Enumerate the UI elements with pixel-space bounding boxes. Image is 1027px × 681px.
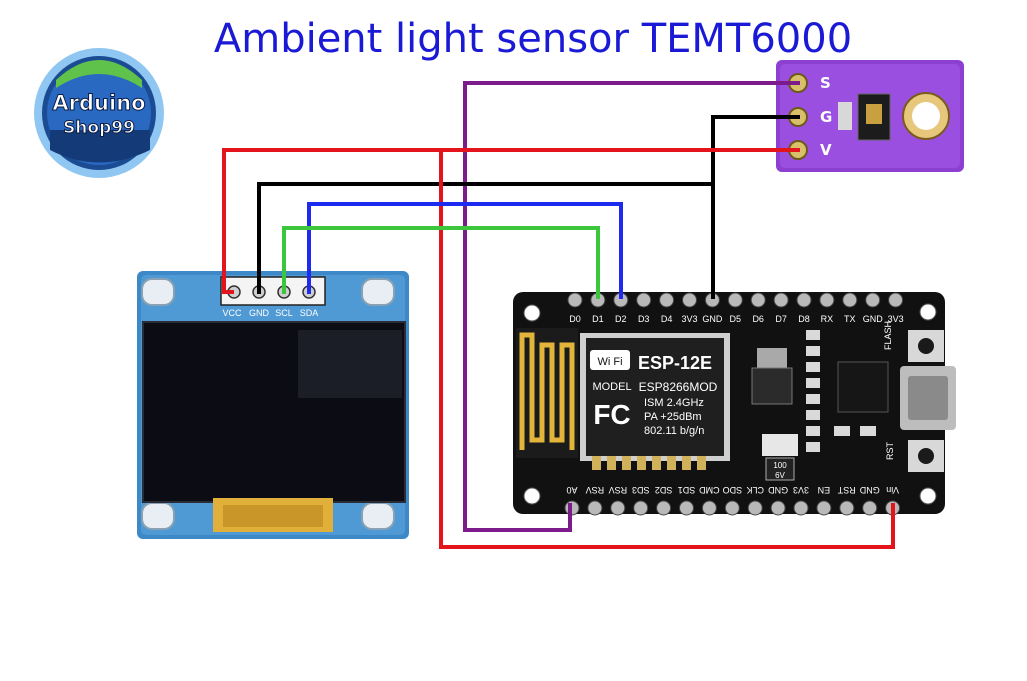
nodemcu-top-pin-d5-7 [727, 292, 743, 308]
nodemcu-bottom-pin-rst-12 [839, 500, 855, 516]
sensor-pin-v: V [820, 141, 832, 159]
nodemcu-bottom-pin-rsv-1 [587, 500, 603, 516]
module-name: ESP-12E [638, 353, 712, 373]
module-std: 802.11 b/g/n [644, 425, 704, 437]
nodemcu-top-label-tx-12: TX [844, 314, 856, 324]
page-title: Ambient light sensor TEMT6000 [214, 16, 852, 62]
nodemcu-bottom-pin-gnd-9 [770, 500, 786, 516]
wire-oled-gnd [257, 182, 715, 294]
nodemcu-top-label-d3-3: D3 [638, 314, 650, 324]
nodemcu-top-label-d5-7: D5 [730, 314, 742, 324]
nodemcu-bottom-label-rsv-2: RSV [609, 485, 628, 495]
nodemcu-top-pin-gnd-13 [865, 292, 881, 308]
nodemcu-top-pin-d4-4 [659, 292, 675, 308]
nodemcu-top-label-d6-8: D6 [752, 314, 764, 324]
nodemcu-top-pin-d8-10 [796, 292, 812, 308]
nodemcu-top-label-d0-0: D0 [569, 314, 581, 324]
nodemcu-top-pin-tx-12 [842, 292, 858, 308]
wire-oled-sda-to-d2 [307, 202, 623, 299]
nodemcu-top-pin-d6-8 [750, 292, 766, 308]
wifi-logo: Wi Fi [597, 356, 622, 368]
nodemcu-top-label-3v3-14: 3V3 [888, 314, 904, 324]
nodemcu-bottom-pin-en-11 [816, 500, 832, 516]
nodemcu-bottom-pin-rsv-2 [610, 500, 626, 516]
module-pa: PA +25dBm [644, 411, 702, 423]
logo-text-arduino: Arduino [52, 91, 145, 115]
logo-text-shop: Shop99 [63, 118, 135, 138]
nodemcu-bottom-pin-sd2-4 [656, 500, 672, 516]
nodemcu-bottom-label-en-11: EN [818, 485, 831, 495]
nodemcu-bottom-label-a0-0: A0 [566, 485, 577, 495]
nodemcu-bottom-label-vin-14: Vin [886, 485, 899, 495]
nodemcu-bottom-pin-clk-8 [747, 500, 763, 516]
nodemcu-bottom-pin-sd1-5 [679, 500, 694, 516]
oled-display-module: VCC GND SCL SDA [137, 271, 409, 539]
nodemcu-top-label-d4-4: D4 [661, 314, 673, 324]
nodemcu-bottom-label-3v3-10: 3V3 [793, 485, 809, 495]
flash-button-label: FLASH [883, 321, 893, 350]
wire-oled-scl-to-d1 [282, 226, 600, 299]
nodemcu-bottom-label-sd1-5: SD1 [678, 485, 696, 495]
nodemcu-top-pin-3v3-5 [682, 292, 697, 308]
wire-sensor-s-to-a0 [463, 81, 800, 532]
nodemcu-bottom-pin-sd3-3 [633, 500, 649, 516]
module-model: ESP8266MOD [639, 380, 718, 394]
oled-pin-vcc: VCC [222, 308, 242, 318]
wire-oled-vcc [222, 148, 443, 294]
fc-logo: FC [593, 399, 630, 430]
module-model-label: MODEL [592, 381, 631, 393]
cap-voltage: 6V [775, 471, 785, 480]
arduinoshop-logo: Arduino Shop99 [34, 48, 164, 178]
nodemcu-top-label-d1-1: D1 [592, 314, 604, 324]
nodemcu-top-label-gnd-13: GND [863, 314, 884, 324]
nodemcu-bottom-pin-cmd-6 [701, 500, 717, 516]
nodemcu-top-label-rx-11: RX [821, 314, 834, 324]
nodemcu-bottom-label-gnd-13: GND [859, 485, 880, 495]
nodemcu-bottom-pin-3v3-10 [793, 500, 809, 516]
nodemcu-top-label-d8-10: D8 [798, 314, 810, 324]
nodemcu-bottom-label-gnd-9: GND [768, 485, 789, 495]
module-ism: ISM 2.4GHz [644, 397, 704, 409]
sensor-pin-s: S [820, 74, 831, 92]
nodemcu-top-label-3v3-5: 3V3 [681, 314, 697, 324]
nodemcu-bottom-label-sd3-3: SD3 [632, 485, 650, 495]
nodemcu-top-label-gnd-6: GND [702, 314, 723, 324]
rst-button-label: RST [885, 441, 895, 460]
wire-sensor-g-to-gnd [711, 115, 800, 299]
nodemcu-top-pin-d7-9 [773, 292, 789, 308]
nodemcu-top-pin-d0-0 [567, 292, 583, 308]
nodemcu-bottom-label-sd2-4: SD2 [655, 485, 673, 495]
nodemcu-bottom-label-sdo-7: SDO [723, 485, 743, 495]
oled-pin-sda: SDA [300, 308, 319, 318]
oled-pin-gnd: GND [249, 308, 270, 318]
cap-value: 100 [773, 461, 787, 470]
nodemcu-bottom-pin-sdo-7 [724, 500, 740, 516]
nodemcu-bottom-label-clk-8: CLK [746, 485, 764, 495]
wires [222, 81, 895, 549]
nodemcu-bottom-label-cmd-6: CMD [699, 485, 720, 495]
nodemcu-top-label-d2-2: D2 [615, 314, 627, 324]
nodemcu-top-pin-3v3-14 [888, 292, 904, 308]
nodemcu-top-pin-rx-11 [819, 292, 835, 308]
nodemcu-bottom-label-rsv-1: RSV [586, 485, 605, 495]
nodemcu-bottom-pin-gnd-13 [862, 500, 878, 516]
sensor-pin-g: G [820, 108, 832, 126]
wire-sensor-v-to-vcc [439, 148, 895, 549]
oled-pin-scl: SCL [275, 308, 293, 318]
nodemcu-top-label-d7-9: D7 [775, 314, 787, 324]
temt6000-sensor-module: S G V [776, 60, 964, 172]
nodemcu-top-pin-d3-3 [636, 292, 652, 308]
nodemcu-bottom-label-rst-12: RST [837, 485, 856, 495]
